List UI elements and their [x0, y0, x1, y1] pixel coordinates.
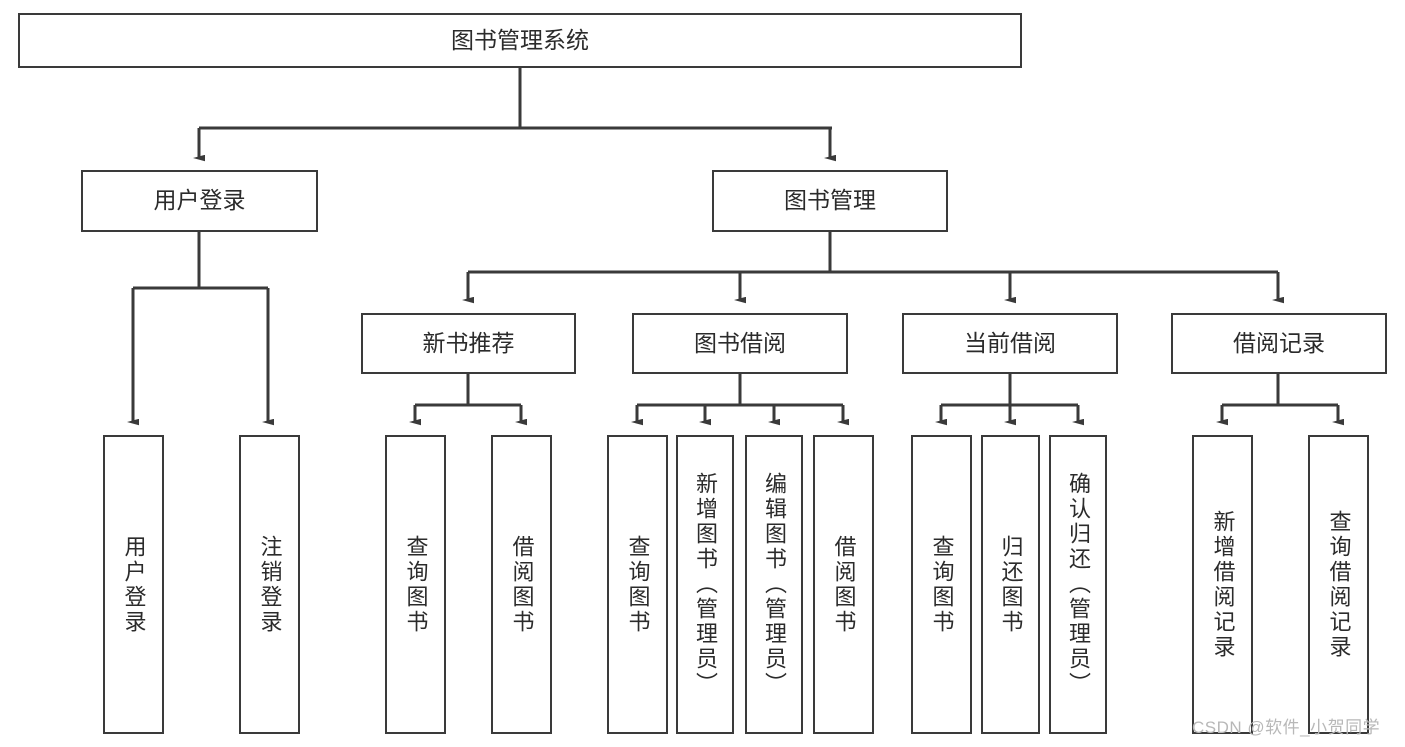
node-leaf-logout[interactable]: 注销登录	[239, 435, 300, 734]
node-label: 查询图书	[929, 534, 955, 635]
node-label: 注销登录	[257, 534, 283, 635]
node-current-borrow[interactable]: 当前借阅	[902, 313, 1118, 374]
node-label: 图书管理	[784, 187, 876, 214]
node-label: 图书管理系统	[451, 26, 589, 53]
node-leaf-add-borrow-record[interactable]: 新增借阅记录	[1192, 435, 1253, 734]
node-leaf-borrow-book-1[interactable]: 借阅图书	[491, 435, 552, 734]
node-leaf-query-borrow-record[interactable]: 查询借阅记录	[1308, 435, 1369, 734]
node-label: 图书借阅	[694, 329, 786, 356]
node-label: 新增借阅记录	[1210, 509, 1236, 660]
node-leaf-query-book-2[interactable]: 查询图书	[607, 435, 668, 734]
node-leaf-confirm-return[interactable]: 确认归还（管理员）	[1049, 435, 1107, 734]
node-label: 借阅图书	[831, 534, 857, 635]
node-leaf-edit-book[interactable]: 编辑图书（管理员）	[745, 435, 803, 734]
node-new-book-recommend[interactable]: 新书推荐	[361, 313, 576, 374]
node-leaf-borrow-book-2[interactable]: 借阅图书	[813, 435, 874, 734]
node-label: 用户登录	[153, 187, 246, 214]
node-label: 新增图书（管理员）	[693, 472, 718, 697]
node-borrow-record[interactable]: 借阅记录	[1171, 313, 1387, 374]
node-label: 查询借阅记录	[1326, 509, 1352, 660]
node-root-book-management-system[interactable]: 图书管理系统	[18, 13, 1022, 68]
node-label: 当前借阅	[964, 329, 1056, 356]
node-book-borrow[interactable]: 图书借阅	[632, 313, 848, 374]
node-label: 借阅图书	[509, 534, 535, 635]
node-book-management[interactable]: 图书管理	[712, 170, 948, 232]
node-leaf-query-book-3[interactable]: 查询图书	[911, 435, 972, 734]
node-label: 查询图书	[625, 534, 651, 635]
node-leaf-query-book-1[interactable]: 查询图书	[385, 435, 446, 734]
node-leaf-return-book[interactable]: 归还图书	[981, 435, 1040, 734]
node-leaf-user-login[interactable]: 用户登录	[103, 435, 164, 734]
node-user-login[interactable]: 用户登录	[81, 170, 318, 232]
node-label: 编辑图书（管理员）	[762, 472, 787, 697]
node-label: 确认归还（管理员）	[1066, 472, 1091, 697]
node-label: 查询图书	[403, 534, 429, 635]
node-label: 用户登录	[121, 534, 147, 635]
node-label: 归还图书	[998, 534, 1024, 635]
node-label: 新书推荐	[422, 329, 515, 356]
node-leaf-add-book[interactable]: 新增图书（管理员）	[676, 435, 734, 734]
node-label: 借阅记录	[1233, 329, 1325, 356]
